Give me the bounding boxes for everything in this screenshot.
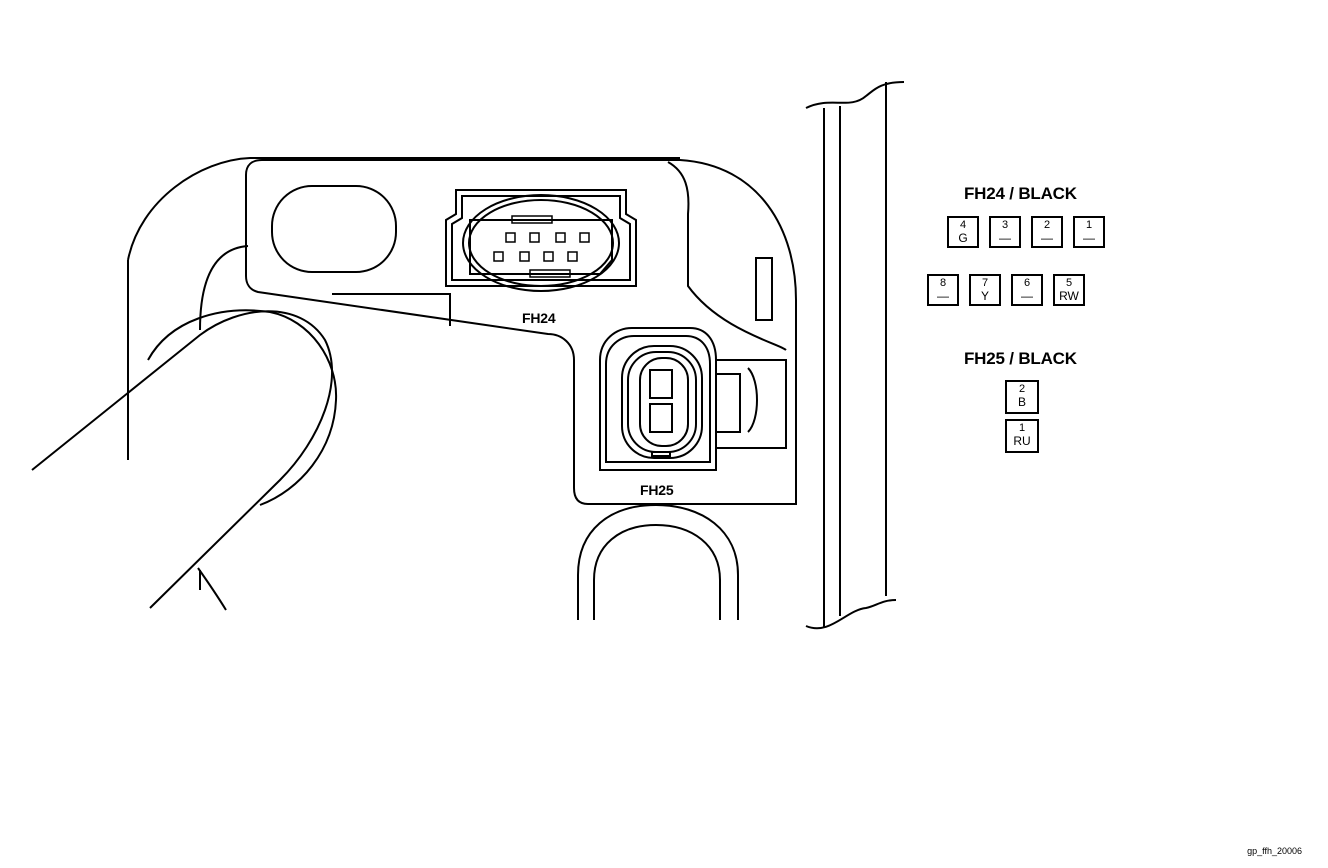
pin-number: 8 [939,277,947,289]
fh24-connector-label: FH24 [522,310,556,326]
fh25-connector [599,327,787,471]
fh25-legend-title: FH25 / BLACK [964,349,1077,368]
pin-wire-color: — [1083,231,1095,245]
pin-number: 1 [1018,422,1026,434]
pin-number: 5 [1065,277,1073,289]
pin-number: 4 [959,219,967,231]
hose [31,310,334,609]
fh24-connector [445,189,637,292]
pin-wire-color: — [937,289,949,303]
fh24-legend-title: FH24 / BLACK [964,184,1077,203]
bracket-inner-curve [199,245,249,331]
fh24-pin-4: 4 G [947,216,979,248]
pin-number: 7 [981,277,989,289]
pin-wire-color: — [1021,289,1033,303]
figure-reference: gp_ffh_20006 [1247,846,1302,856]
fh24-pin-1: 1 — [1073,216,1105,248]
pin-number: 6 [1023,277,1031,289]
fh25-connector-label: FH25 [640,482,674,498]
mounting-plate [245,159,797,505]
oval-cutout [271,185,397,273]
fh24-pin-2: 2 — [1031,216,1063,248]
pin-wire-color: RW [1059,289,1079,303]
fh25-pin-1: 1 RU [1005,419,1039,453]
fh25-pin-2: 2 B [1005,380,1039,414]
bottom-arch [577,503,739,620]
pin-number: 1 [1085,219,1093,231]
fh24-pin-8: 8 — [927,274,959,306]
pin-number: 3 [1001,219,1009,231]
pin-wire-color: B [1017,395,1026,409]
pin-wire-color: — [999,231,1011,245]
fh24-pin-3: 3 — [989,216,1021,248]
pin-wire-color: G [958,231,968,245]
bracket-outline [127,157,680,261]
pin-number: 2 [1018,383,1026,395]
fh24-pin-5: 5 RW [1053,274,1085,306]
fh24-pin-7: 7 Y [969,274,1001,306]
pin-wire-color: Y [980,289,989,303]
slot [755,257,773,321]
panel-edge [823,82,887,628]
fh24-pin-6: 6 — [1011,274,1043,306]
pin-wire-color: — [1041,231,1053,245]
pin-number: 2 [1043,219,1051,231]
pin-wire-color: RU [1013,434,1031,448]
